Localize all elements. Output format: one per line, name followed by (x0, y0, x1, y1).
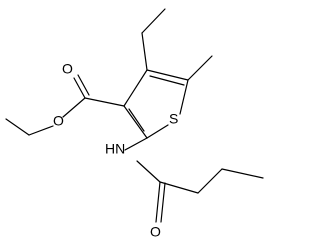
bond-c3-c4 (123, 69, 148, 107)
bond-co-o-b (160, 182, 166, 223)
molecule-structure: S HN O O O (5, 8, 264, 240)
ester-group (5, 74, 125, 136)
bond-carbonyl-ester-o (62, 97, 86, 118)
bond-n-co (136, 160, 161, 183)
bond-ester-o-ch2 (28, 125, 54, 136)
ester-oxygen-label: O (53, 113, 64, 129)
bond-c4-c5-inner (149, 75, 185, 86)
ethyl-group-c4 (141, 8, 166, 71)
bond-c4-ch2 (141, 32, 148, 71)
bond-carbonyl-o-b (77, 74, 90, 96)
bond-s-c2 (146, 124, 169, 139)
bond-co-ch2 (159, 181, 199, 194)
bond-ch2-ch3-ester (5, 118, 30, 136)
bond-c4-c5 (146, 69, 189, 81)
bond-ch2-ch3-butyl (221, 168, 264, 179)
bond-c2-nh (124, 137, 148, 151)
bond-c2-c3 (123, 105, 148, 139)
bond-ch2-ch2 (197, 168, 223, 194)
butanamide-group (124, 137, 264, 223)
ketone-oxygen-label: O (150, 224, 161, 240)
bond-c5-s (179, 79, 189, 115)
bond-carbonyl-o-a (73, 77, 86, 99)
carbonyl-oxygen-label: O (62, 61, 73, 77)
bond-co-o-a (155, 181, 161, 223)
bond-c5-methyl (187, 55, 213, 81)
thiophene-ring (123, 69, 189, 139)
sulfur-atom-label: S (169, 111, 178, 127)
bond-c2-c3-inner (128, 108, 145, 132)
bond-c3-carbonyl (84, 97, 125, 107)
bond-ch2-ch3 (141, 8, 166, 34)
amide-nitrogen-label: HN (105, 141, 125, 157)
